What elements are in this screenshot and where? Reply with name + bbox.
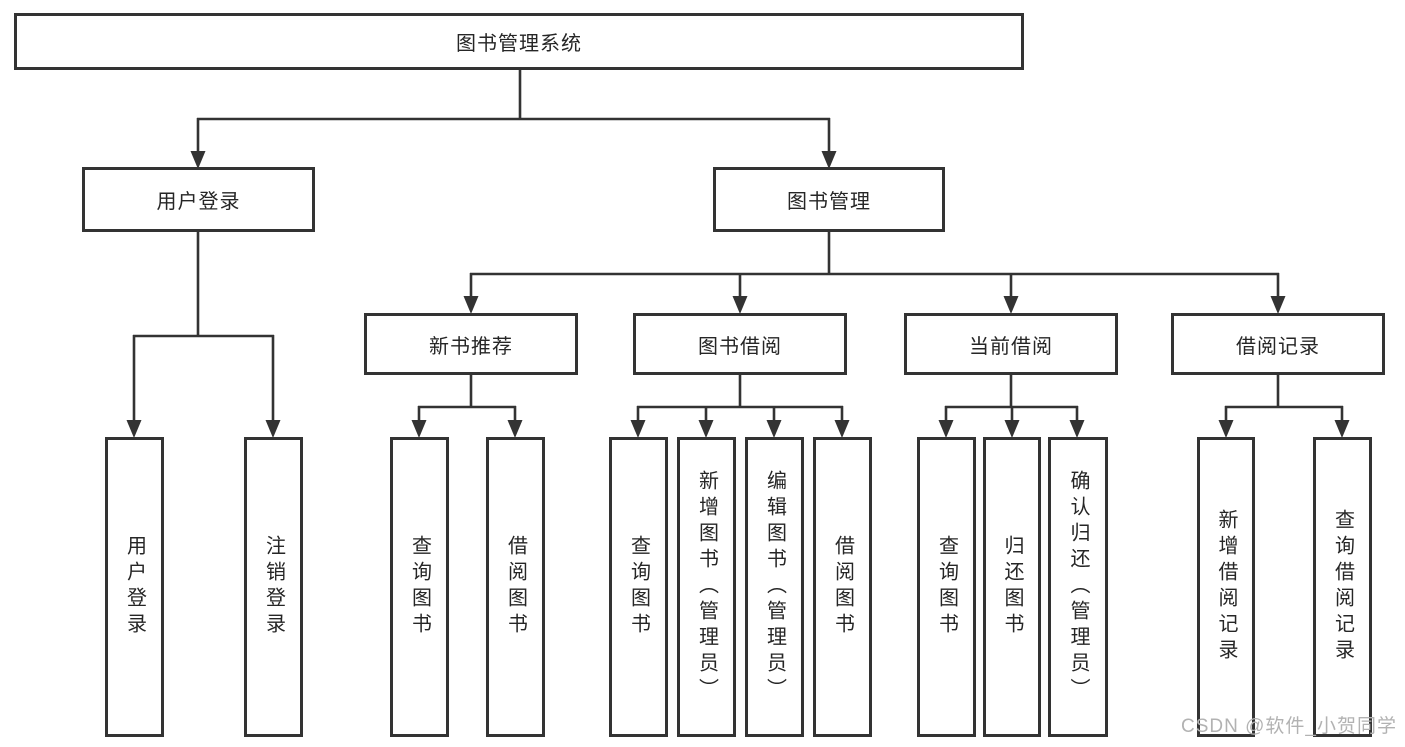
leaf-user-login: 用户登录 xyxy=(105,437,164,737)
leaf-borrow-add-book-label: 新增图书（管理员） xyxy=(695,470,718,704)
connector-records-to-leaves xyxy=(1218,374,1350,438)
arrow-down-icon xyxy=(411,420,427,438)
leaf-current-return-book: 归还图书 xyxy=(983,437,1041,737)
leaf-recommend-borrow-book: 借阅图书 xyxy=(486,437,545,737)
arrow-down-icon xyxy=(630,420,646,438)
node-new-book-recommend: 新书推荐 xyxy=(364,313,578,375)
leaf-logout-label: 注销登录 xyxy=(262,535,285,639)
arrow-down-icon xyxy=(190,151,206,169)
node-book-management: 图书管理 xyxy=(713,167,945,232)
arrow-down-icon xyxy=(1003,296,1019,314)
node-book-borrow-label: 图书借阅 xyxy=(698,335,782,358)
leaf-borrow-borrow-book: 借阅图书 xyxy=(813,437,872,737)
node-borrow-records-label: 借阅记录 xyxy=(1236,335,1320,358)
node-borrow-records: 借阅记录 xyxy=(1171,313,1385,375)
leaf-logout: 注销登录 xyxy=(244,437,303,737)
arrow-down-icon xyxy=(1004,420,1020,438)
arrow-down-icon xyxy=(698,420,714,438)
csdn-watermark: CSDN @软件_小贺同学 xyxy=(1181,716,1397,737)
leaf-current-return-book-label: 归还图书 xyxy=(1001,535,1023,639)
leaf-records-query-record-label: 查询借阅记录 xyxy=(1331,509,1354,665)
leaf-recommend-query-book-label: 查询图书 xyxy=(408,535,431,639)
leaf-current-confirm-return: 确认归还（管理员） xyxy=(1048,437,1108,737)
node-root-system: 图书管理系统 xyxy=(14,13,1024,70)
arrow-down-icon xyxy=(507,420,523,438)
arrow-down-icon xyxy=(821,151,837,169)
leaf-records-add-record: 新增借阅记录 xyxy=(1197,437,1255,737)
connector-recommend-to-leaves xyxy=(411,374,523,438)
arrow-down-icon xyxy=(1334,420,1350,438)
node-user-login-label: 用户登录 xyxy=(156,191,241,213)
arrow-down-icon xyxy=(126,420,142,438)
arrow-down-icon xyxy=(766,420,782,438)
arrow-down-icon xyxy=(1218,420,1234,438)
arrow-down-icon xyxy=(834,420,850,438)
leaf-recommend-query-book: 查询图书 xyxy=(390,437,449,737)
connector-root-to-branches xyxy=(190,68,837,169)
leaf-borrow-query-book-label: 查询图书 xyxy=(627,535,650,639)
arrow-down-icon xyxy=(938,420,954,438)
leaf-borrow-add-book: 新增图书（管理员） xyxy=(677,437,736,737)
node-root-label: 图书管理系统 xyxy=(456,33,582,55)
leaf-recommend-borrow-book-label: 借阅图书 xyxy=(504,535,527,639)
leaf-borrow-borrow-book-label: 借阅图书 xyxy=(831,535,854,639)
arrow-down-icon xyxy=(463,296,479,314)
node-current-borrow: 当前借阅 xyxy=(904,313,1118,375)
node-current-borrow-label: 当前借阅 xyxy=(969,335,1053,358)
leaf-records-query-record: 查询借阅记录 xyxy=(1313,437,1372,737)
connector-bookborrow-to-leaves xyxy=(630,374,850,438)
node-user-login: 用户登录 xyxy=(82,167,315,232)
arrow-down-icon xyxy=(265,420,281,438)
node-book-management-label: 图书管理 xyxy=(787,191,871,213)
arrow-down-icon xyxy=(1069,420,1085,438)
node-book-borrow: 图书借阅 xyxy=(633,313,847,375)
leaf-borrow-query-book: 查询图书 xyxy=(609,437,668,737)
leaf-current-query-book-label: 查询图书 xyxy=(935,535,958,639)
connector-currentborrow-to-leaves xyxy=(938,374,1085,438)
leaf-current-query-book: 查询图书 xyxy=(917,437,976,737)
arrow-down-icon xyxy=(732,296,748,314)
leaf-borrow-edit-book: 编辑图书（管理员） xyxy=(745,437,804,737)
node-new-book-recommend-label: 新书推荐 xyxy=(429,335,513,358)
leaf-user-login-label: 用户登录 xyxy=(123,535,146,639)
leaf-current-confirm-return-label: 确认归还（管理员） xyxy=(1067,470,1089,704)
leaf-records-add-record-label: 新增借阅记录 xyxy=(1215,509,1237,665)
connector-bookmgmt-to-modules xyxy=(463,231,1286,314)
connector-userlogin-to-leaves xyxy=(126,231,281,438)
leaf-borrow-edit-book-label: 编辑图书（管理员） xyxy=(763,470,786,704)
arrow-down-icon xyxy=(1270,296,1286,314)
